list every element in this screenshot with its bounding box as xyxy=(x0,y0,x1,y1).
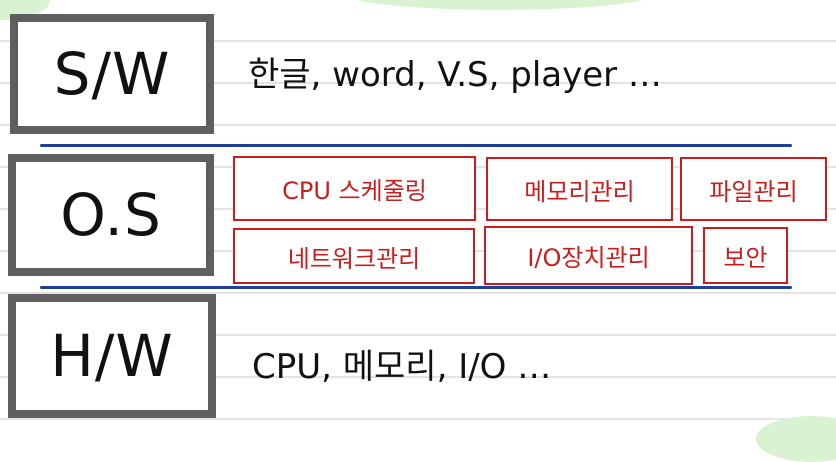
layer-divider-line xyxy=(40,286,792,289)
layer-divider-line xyxy=(40,144,792,147)
os-layer-box: O.S xyxy=(8,154,214,276)
hardware-examples-text: CPU, 메모리, I/O … xyxy=(252,347,552,387)
os-function-cpu-scheduling: CPU 스케줄링 xyxy=(233,156,476,221)
hardware-layer-label: H/W xyxy=(50,322,174,390)
os-function-network-management: 네트워크관리 xyxy=(233,228,475,284)
os-function-io-device-management: I/O장치관리 xyxy=(484,226,693,285)
software-examples-text: 한글, word, V.S, player … xyxy=(248,55,662,95)
os-function-file-management: 파일관리 xyxy=(680,157,827,221)
os-function-security: 보안 xyxy=(703,227,788,284)
os-function-memory-management: 메모리관리 xyxy=(486,157,673,221)
hardware-layer-box: H/W xyxy=(8,294,216,418)
software-layer-box: S/W xyxy=(10,14,214,134)
software-layer-label: S/W xyxy=(53,40,171,108)
green-highlight-blob xyxy=(340,0,660,10)
os-layer-label: O.S xyxy=(60,181,162,249)
